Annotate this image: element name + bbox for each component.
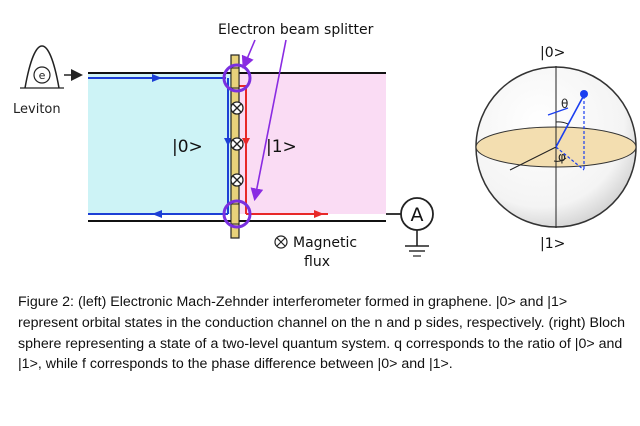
svg-text:flux: flux (304, 254, 330, 270)
ammeter: A (386, 197, 434, 257)
interferometer-figure: e Leviton Electron beam spl (13, 22, 637, 270)
beam-splitter-top (222, 63, 252, 93)
pointer-arrow-top (241, 39, 256, 69)
leviton-source: e Leviton (13, 45, 83, 117)
red-arrow-middle (242, 138, 250, 146)
state-point (580, 90, 588, 98)
pointer-arrow-bottom (250, 39, 287, 202)
caption-text: (left) Electronic Mach-Zehnder interfero… (18, 294, 625, 373)
bloch-top-label: |0> (540, 45, 565, 61)
state-0-label: |0> (172, 137, 203, 157)
magnetic-flux-legend: Magnetic flux (274, 235, 357, 270)
n-side-region (88, 74, 234, 214)
bloch-bottom-label: |1> (540, 236, 565, 252)
blue-arrow-top (152, 74, 162, 82)
flux-symbol (230, 173, 244, 187)
beam-splitter-label: Electron beam splitter (218, 22, 374, 38)
red-path-arrows (242, 138, 324, 218)
leviton-label: Leviton (13, 102, 61, 117)
red-arrow-bottom (314, 210, 324, 218)
flux-symbol (230, 137, 244, 151)
magnetic-flux-symbols (230, 101, 244, 187)
blue-path-arrows (152, 74, 232, 218)
flux-symbol (230, 101, 244, 115)
figure-caption: Figure 2: (left) Electronic Mach-Zehnder… (18, 292, 626, 375)
svg-text:Magnetic: Magnetic (293, 235, 357, 251)
theta-label: θ (561, 97, 568, 111)
blue-arrow-bottom (152, 210, 162, 218)
caption-lead: Figure 2: (18, 294, 74, 310)
beam-splitter-bottom (222, 199, 252, 229)
blue-arrow-middle (224, 138, 232, 146)
phi-label: φ (558, 150, 566, 164)
svg-text:e: e (39, 69, 46, 82)
bloch-sphere: θ φ |0> |1> (475, 45, 637, 252)
state-1-label: |1> (266, 137, 297, 157)
electron-icon (33, 66, 51, 84)
svg-text:A: A (411, 204, 424, 226)
state-vector (555, 94, 585, 148)
p-side-region (238, 74, 386, 214)
